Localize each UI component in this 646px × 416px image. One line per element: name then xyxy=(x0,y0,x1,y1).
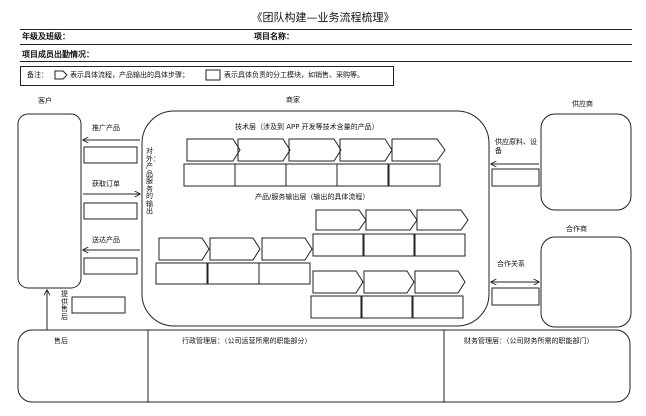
after-sales-provide-label: 提供售后 xyxy=(61,290,68,322)
legend-arrow-desc: 表示具体流程，产品输出的具体步骤； xyxy=(70,71,189,79)
after-sales-label: 售后 xyxy=(54,337,68,345)
external-output-label: 对外：产品服务的输出 xyxy=(146,147,160,216)
output-b-box-3 xyxy=(258,262,311,285)
tech-step-2 xyxy=(237,138,291,162)
output-b-step-3 xyxy=(261,237,313,261)
header-divider xyxy=(20,44,632,45)
deliver-label: 送达产品 xyxy=(92,236,120,244)
finance-layer-label: 财务管理层：（公司财务所需的职能部门） xyxy=(464,337,594,345)
legend-box xyxy=(20,66,394,86)
get-order-box xyxy=(83,202,138,220)
customer-label: 客户 xyxy=(38,97,52,105)
supplier-label: 供应商 xyxy=(572,100,593,108)
output-b-step-2 xyxy=(209,237,261,261)
legend-box-shape xyxy=(205,69,221,81)
output-a-step-2 xyxy=(365,209,418,231)
merchant-box xyxy=(141,110,490,327)
tech-box-2 xyxy=(234,163,287,187)
deliver-box xyxy=(83,257,138,275)
output-a-step-3 xyxy=(416,209,469,231)
output-b-box-1 xyxy=(155,262,208,285)
output-c-box-1 xyxy=(310,295,362,319)
output-a-box-2 xyxy=(363,233,415,257)
output-c-step-1 xyxy=(312,270,364,294)
get-order-label: 获取订单 xyxy=(92,180,120,188)
output-c-step-2 xyxy=(363,270,415,294)
project-name-label: 项目名称： xyxy=(254,32,294,41)
output-a-box-1 xyxy=(312,233,364,257)
tech-box-5 xyxy=(388,163,441,187)
supply-label: 供应原料、设备 xyxy=(495,138,537,156)
tech-step-1 xyxy=(186,138,241,162)
output-a-step-1 xyxy=(315,209,367,231)
management-band xyxy=(17,329,631,403)
output-c-box-3 xyxy=(412,295,464,319)
legend-box-desc: 表示具体负责的分工模块，如销售、采购等。 xyxy=(224,71,364,79)
legend-prefix: 备注： xyxy=(27,71,48,79)
tech-box-3 xyxy=(285,163,338,187)
output-b-step-1 xyxy=(158,237,210,261)
output-c-box-2 xyxy=(361,295,413,319)
promote-box xyxy=(83,146,138,164)
page-title: 《团队构建—业务流程梳理》 xyxy=(251,11,395,24)
members-label: 项目成员出勤情况： xyxy=(22,50,94,59)
tech-box-1 xyxy=(183,163,236,187)
tech-step-3 xyxy=(288,138,342,162)
tech-step-5 xyxy=(391,138,446,162)
cooperation-box xyxy=(491,287,540,306)
grade-class-label: 年级及班级： xyxy=(22,32,70,41)
legend-arrow-shape xyxy=(54,70,68,80)
admin-layer-label: 行政管理层：（公司运营所需的职能部分） xyxy=(182,337,312,345)
tech-layer-label: 技术层（涉及到 APP 开发等技术含量的产品） xyxy=(235,123,379,131)
title-underline xyxy=(20,29,632,30)
supply-box xyxy=(491,168,540,187)
members-divider xyxy=(20,61,632,62)
output-b-box-2 xyxy=(207,262,260,285)
customer-box xyxy=(17,113,82,289)
output-layer-label: 产品/服务输出层（输出的具体流程） xyxy=(255,193,370,201)
partner-box xyxy=(540,236,632,328)
promote-label: 推广产品 xyxy=(92,124,120,132)
output-c-step-3 xyxy=(414,270,466,294)
tech-box-4 xyxy=(336,163,389,187)
supplier-box xyxy=(540,113,632,211)
after-sales-provide-box xyxy=(71,296,126,314)
cooperation-label: 合作关系 xyxy=(497,260,525,268)
partner-label: 合作商 xyxy=(566,225,587,233)
tech-step-4 xyxy=(339,138,393,162)
merchant-label: 商家 xyxy=(286,96,300,104)
output-a-box-3 xyxy=(414,233,466,257)
